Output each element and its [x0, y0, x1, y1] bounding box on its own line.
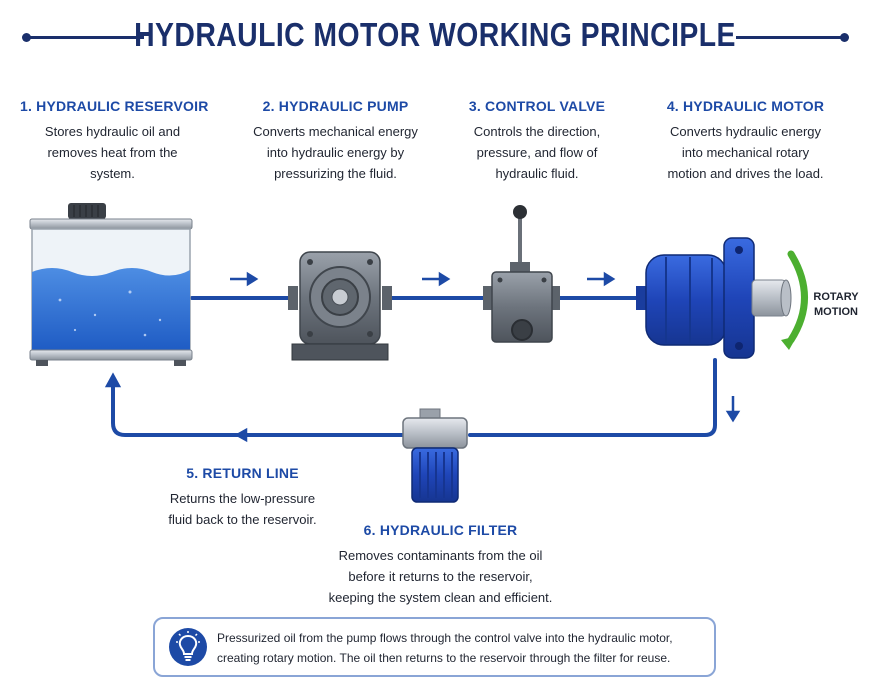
step-heading: 4. HYDRAULIC MOTOR — [666, 98, 825, 114]
pipe-motor-return — [468, 358, 717, 437]
hydraulic-pump — [288, 251, 392, 361]
step-return-line: 5. RETURN LINE Returns the low-pressure … — [140, 465, 345, 530]
hydraulic-filter — [402, 408, 468, 503]
step-line: Converts mechanical energy — [253, 124, 418, 139]
step-line: pressurizing the fluid. — [274, 166, 397, 181]
step-line: Removes contaminants from the oil — [338, 548, 543, 563]
lightbulb-icon — [169, 628, 207, 666]
step-line: system. — [90, 166, 135, 181]
flow-arrow-icon — [104, 271, 741, 443]
rotary-label-line: ROTARY — [813, 291, 859, 303]
rotary-motion-label: ROTARY MOTION — [806, 290, 866, 320]
title-rule-left — [26, 36, 144, 39]
step-line: pressure, and flow of — [476, 145, 598, 160]
step-reservoir: 1. HYDRAULIC RESERVOIR Stores hydraulic … — [20, 98, 209, 184]
title-dot-right — [840, 33, 849, 42]
summary-line: Pressurized oil from the pump flows thro… — [217, 631, 673, 645]
step-description: Returns the low-pressure fluid back to t… — [140, 488, 345, 530]
step-description: Controls the direction, pressure, and fl… — [452, 121, 622, 184]
summary-line: creating rotary motion. The oil then ret… — [217, 651, 671, 665]
step-line: into mechanical rotary — [681, 145, 810, 160]
step-description: Converts mechanical energy into hydrauli… — [238, 121, 433, 184]
step-heading: 5. RETURN LINE — [186, 465, 299, 481]
step-description: Converts hydraulic energy into mechanica… — [648, 121, 843, 184]
control-valve — [483, 205, 560, 343]
step-line: motion and drives the load. — [667, 166, 824, 181]
step-description: Removes contaminants from the oil before… — [318, 545, 563, 608]
rotation-arrow-icon — [781, 250, 808, 350]
pipe-return-to-reservoir — [111, 383, 407, 437]
title-rule-right — [736, 36, 844, 39]
step-line: into hydraulic energy by — [266, 145, 405, 160]
hydraulic-motor — [636, 237, 792, 359]
step-motor: 4. HYDRAULIC MOTOR Converts hydraulic en… — [648, 98, 843, 184]
step-line: Stores hydraulic oil and — [44, 124, 181, 139]
step-line: removes heat from the — [47, 145, 178, 160]
hydraulic-reservoir — [29, 203, 193, 366]
page-title: HYDRAULIC MOTOR WORKING PRINCIPLE — [134, 16, 736, 53]
step-line: keeping the system clean and efficient. — [328, 590, 553, 605]
step-valve: 3. CONTROL VALVE Controls the direction,… — [452, 98, 622, 184]
step-pump: 2. HYDRAULIC PUMP Converts mechanical en… — [238, 98, 433, 184]
step-line: Controls the direction, — [473, 124, 601, 139]
step-heading: 6. HYDRAULIC FILTER — [363, 522, 518, 538]
step-line: before it returns to the reservoir, — [348, 569, 533, 584]
step-line: fluid back to the reservoir. — [168, 512, 317, 527]
summary-text: Pressurized oil from the pump flows thro… — [217, 628, 707, 668]
title-bar: HYDRAULIC MOTOR WORKING PRINCIPLE — [0, 14, 870, 58]
step-heading: 3. CONTROL VALVE — [468, 98, 606, 114]
step-description: Stores hydraulic oil and removes heat fr… — [20, 121, 205, 184]
pipe-network — [111, 296, 717, 437]
step-line: Converts hydraulic energy — [669, 124, 822, 139]
step-heading: 1. HYDRAULIC RESERVOIR — [20, 98, 209, 114]
step-heading: 2. HYDRAULIC PUMP — [262, 98, 409, 114]
step-filter: 6. HYDRAULIC FILTER Removes contaminants… — [318, 522, 563, 608]
step-line: hydraulic fluid. — [495, 166, 579, 181]
step-line: Returns the low-pressure — [169, 491, 316, 506]
rotary-label-line: MOTION — [814, 306, 858, 318]
summary-box: Pressurized oil from the pump flows thro… — [153, 617, 716, 677]
